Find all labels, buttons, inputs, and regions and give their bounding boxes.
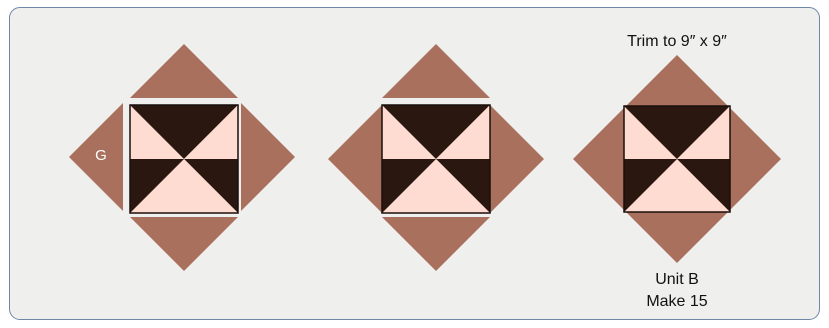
setting-triangle-bottom [130, 217, 238, 271]
setting-triangle-bottom [382, 217, 490, 271]
trim-instruction: Trim to 9″ x 9″ [627, 33, 727, 50]
pinwheel-block [130, 105, 238, 213]
step-2-partially-joined [328, 44, 544, 271]
setting-triangle-top [130, 44, 238, 98]
setting-triangle-right [241, 103, 295, 211]
pinwheel-block [624, 106, 730, 212]
setting-triangle-right [490, 105, 544, 213]
make-count-label: Make 15 [646, 293, 707, 310]
pinwheel-block [382, 105, 490, 213]
step-3-assembled-block: Trim to 9″ x 9″ Unit B Make 15 [573, 33, 781, 310]
unit-label: Unit B [655, 271, 699, 288]
setting-triangle-left [328, 105, 382, 213]
setting-triangle-top [382, 44, 490, 98]
piece-label-g: G [95, 147, 107, 164]
step-1-separated-pieces: G [69, 44, 295, 271]
